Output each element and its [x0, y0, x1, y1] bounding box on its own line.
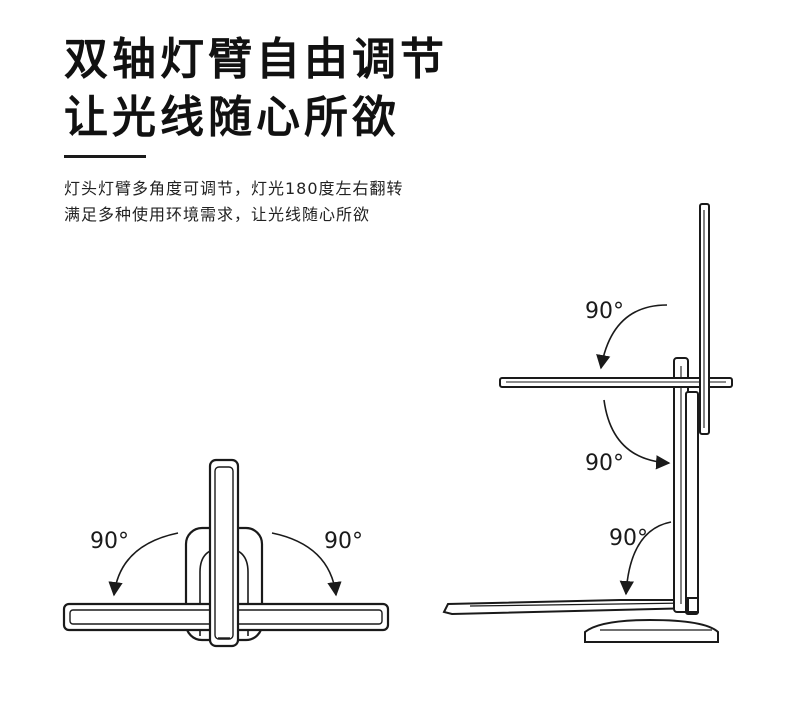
angle-label-side-middle: 90° [585, 451, 624, 476]
angle-label-front-right: 90° [324, 529, 363, 554]
rotate-top-arrow [596, 304, 668, 370]
angle-label-front-left: 90° [90, 529, 129, 554]
angle-label-side-bottom: 90° [609, 526, 648, 551]
title-underline [64, 155, 146, 158]
rotate-bottom-arrow [619, 521, 672, 596]
rotate-left-arrow [108, 532, 179, 597]
headline-line-2: 让光线随心所欲 [64, 92, 400, 143]
headline-line-1: 双轴灯臂自由调节 [64, 34, 448, 85]
description-line-1: 灯头灯臂多角度可调节，灯光180度左右翻转 [64, 179, 404, 198]
lamp-side-view [442, 203, 733, 643]
lamp-front-view [62, 458, 390, 648]
angle-label-side-top: 90° [585, 299, 624, 324]
description-line-2: 满足多种使用环境需求，让光线随心所欲 [64, 205, 371, 224]
rotate-middle-arrow [603, 399, 671, 470]
rotate-right-arrow [271, 532, 342, 597]
